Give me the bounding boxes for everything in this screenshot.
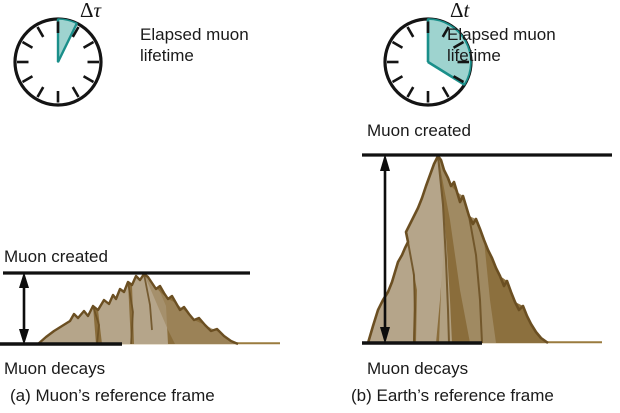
- delta-t-label: Δt: [450, 0, 469, 23]
- mountain-face-light-2-a: [98, 282, 131, 344]
- panel-a-graphics: [0, 17, 280, 346]
- panel-b-graphics: [362, 17, 612, 345]
- mountain-ridge-outline-b: [366, 154, 549, 345]
- clock-delta-tau: [13, 17, 103, 107]
- mountain-crevices-b: [407, 155, 483, 344]
- tau-symbol: τ: [93, 0, 102, 22]
- mountain-shade-right-b: [484, 240, 548, 343]
- t-symbol: t: [463, 0, 470, 22]
- mountain-face-light-2-b: [406, 156, 443, 343]
- mountain-short: [37, 272, 280, 346]
- panel-b-caption: (b) Earth’s reference frame: [351, 386, 554, 405]
- mountain-shade-a: [144, 274, 238, 344]
- elapsed-lifetime-label-a: Elapsed muon lifetime: [140, 25, 249, 65]
- mountain-face-light-1-a: [38, 306, 96, 344]
- panel-a-caption: (a) Muon’s reference frame: [10, 386, 215, 405]
- elapsed-lifetime-label-b: Elapsed muon lifetime: [447, 25, 556, 65]
- muon-decays-label-b: Muon decays: [367, 359, 469, 378]
- muon-decays-label-a: Muon decays: [4, 359, 106, 378]
- clock-tick-marks: [387, 21, 469, 103]
- delta-symbol-a: Δ: [80, 0, 94, 22]
- mountain-face-light-1-b: [368, 242, 414, 343]
- clock-hand-end: [56, 22, 78, 63]
- mountain-ridge-outline-a: [37, 272, 239, 346]
- muon-created-label-a: Muon created: [4, 247, 108, 266]
- muon-created-label-b: Muon created: [367, 121, 471, 140]
- clock-hand-end: [427, 60, 466, 86]
- mountain-crevices-a: [92, 273, 153, 345]
- delta-tau-label: Δτ: [80, 0, 101, 23]
- lifetime-distance-arrow-b: [380, 154, 390, 344]
- lifetime-distance-arrow-a: [19, 272, 29, 345]
- delta-symbol-b: Δ: [450, 0, 464, 22]
- mountain-face-mid-b: [438, 156, 548, 343]
- panel-muon-reference-frame: Δτ Elapsed muon lifetime Muon created Mu…: [0, 0, 280, 405]
- mountain-tall: [366, 154, 602, 345]
- clock-delta-t: [383, 17, 473, 107]
- panel-earth-reference-frame: Δt Elapsed muon lifetime Muon created Mu…: [310, 0, 620, 413]
- clock-tick-marks: [17, 21, 99, 103]
